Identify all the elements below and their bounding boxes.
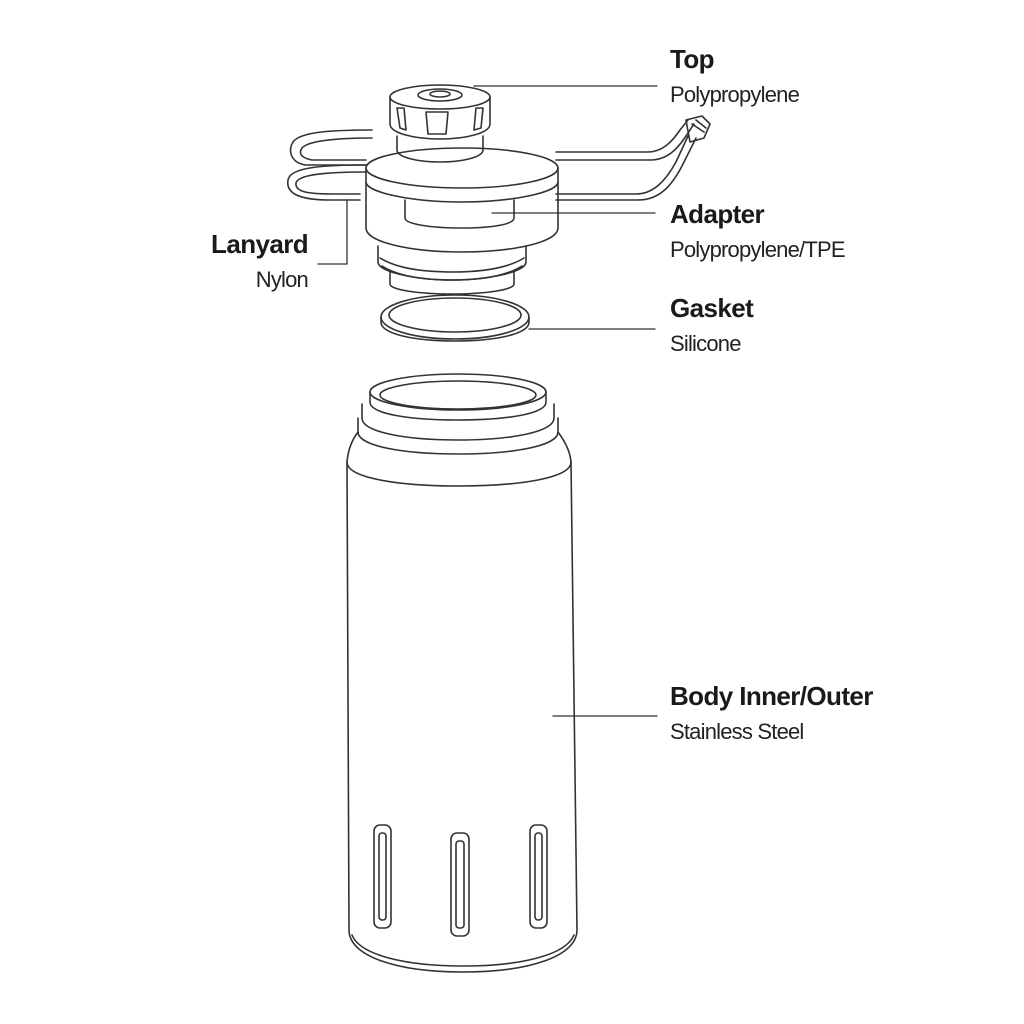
- leader-lines: [317, 85, 658, 717]
- adapter: [365, 147, 559, 295]
- gasket: [380, 294, 530, 342]
- lanyard-name: Lanyard: [211, 229, 309, 259]
- lanyard-material: Nylon: [255, 267, 309, 292]
- adapter-material: Polypropylene/TPE: [670, 237, 846, 262]
- lanyard-loop: [287, 115, 711, 201]
- body-label: Body Inner/Outer Stainless Steel: [670, 681, 873, 747]
- bottle-body: [346, 373, 578, 973]
- top-label: Top Polypropylene: [670, 44, 800, 110]
- gasket-name: Gasket: [670, 293, 754, 323]
- lanyard-leader-line: [317, 199, 348, 265]
- body-name: Body Inner/Outer: [670, 681, 873, 711]
- body-material: Stainless Steel: [670, 719, 804, 744]
- adapter-label: Adapter Polypropylene/TPE: [670, 199, 846, 265]
- top-cap: [389, 84, 491, 163]
- gasket-material: Silicone: [670, 331, 741, 356]
- adapter-name: Adapter: [670, 199, 765, 229]
- gasket-label: Gasket Silicone: [670, 293, 754, 359]
- lanyard-label: Lanyard Nylon: [211, 229, 309, 295]
- top-material: Polypropylene: [670, 82, 800, 107]
- top-name: Top: [670, 44, 715, 74]
